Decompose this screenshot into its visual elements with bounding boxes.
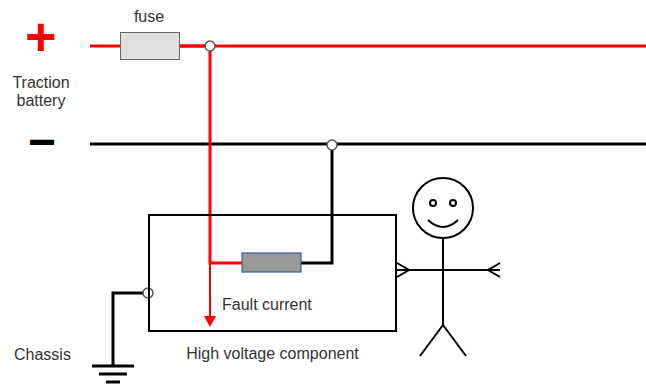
- person-leg: [443, 325, 466, 356]
- person-eye: [430, 200, 436, 206]
- junction-dot: [327, 140, 337, 150]
- fuse-label: fuse: [134, 8, 164, 26]
- junction-dot: [205, 41, 215, 51]
- person-eye: [450, 200, 456, 206]
- battery-label: Traction battery: [8, 74, 74, 111]
- negative-wire: [301, 145, 332, 263]
- component-label: High voltage component: [186, 345, 359, 363]
- fuse-box: fuse: [120, 32, 180, 60]
- negative-wire: [90, 143, 646, 146]
- component-box: Fault currentHigh voltage component: [148, 214, 397, 332]
- positive-wire: [180, 46, 210, 214]
- ground-wire: [113, 293, 148, 366]
- minus-sign: −: [28, 118, 56, 166]
- arrow-head: [204, 316, 216, 327]
- ground-symbol: [106, 381, 120, 384]
- person-smile: [428, 220, 458, 227]
- person-arms: [397, 269, 500, 271]
- resistor-symbol: [242, 253, 301, 272]
- person-leg: [420, 325, 443, 356]
- fault-current-arrow: [209, 263, 211, 318]
- person-hand: [488, 263, 500, 277]
- positive-wire: [180, 45, 646, 48]
- positive-wire: [210, 214, 242, 263]
- person-body: [442, 238, 444, 325]
- ground-symbol: [99, 373, 127, 376]
- plus-sign: +: [25, 9, 57, 63]
- chassis-label: Chassis: [14, 346, 71, 364]
- positive-wire: [90, 45, 120, 48]
- fault-current-label: Fault current: [222, 296, 312, 314]
- person-hand: [397, 263, 409, 277]
- ground-symbol: [92, 365, 134, 368]
- person-head: [413, 178, 473, 238]
